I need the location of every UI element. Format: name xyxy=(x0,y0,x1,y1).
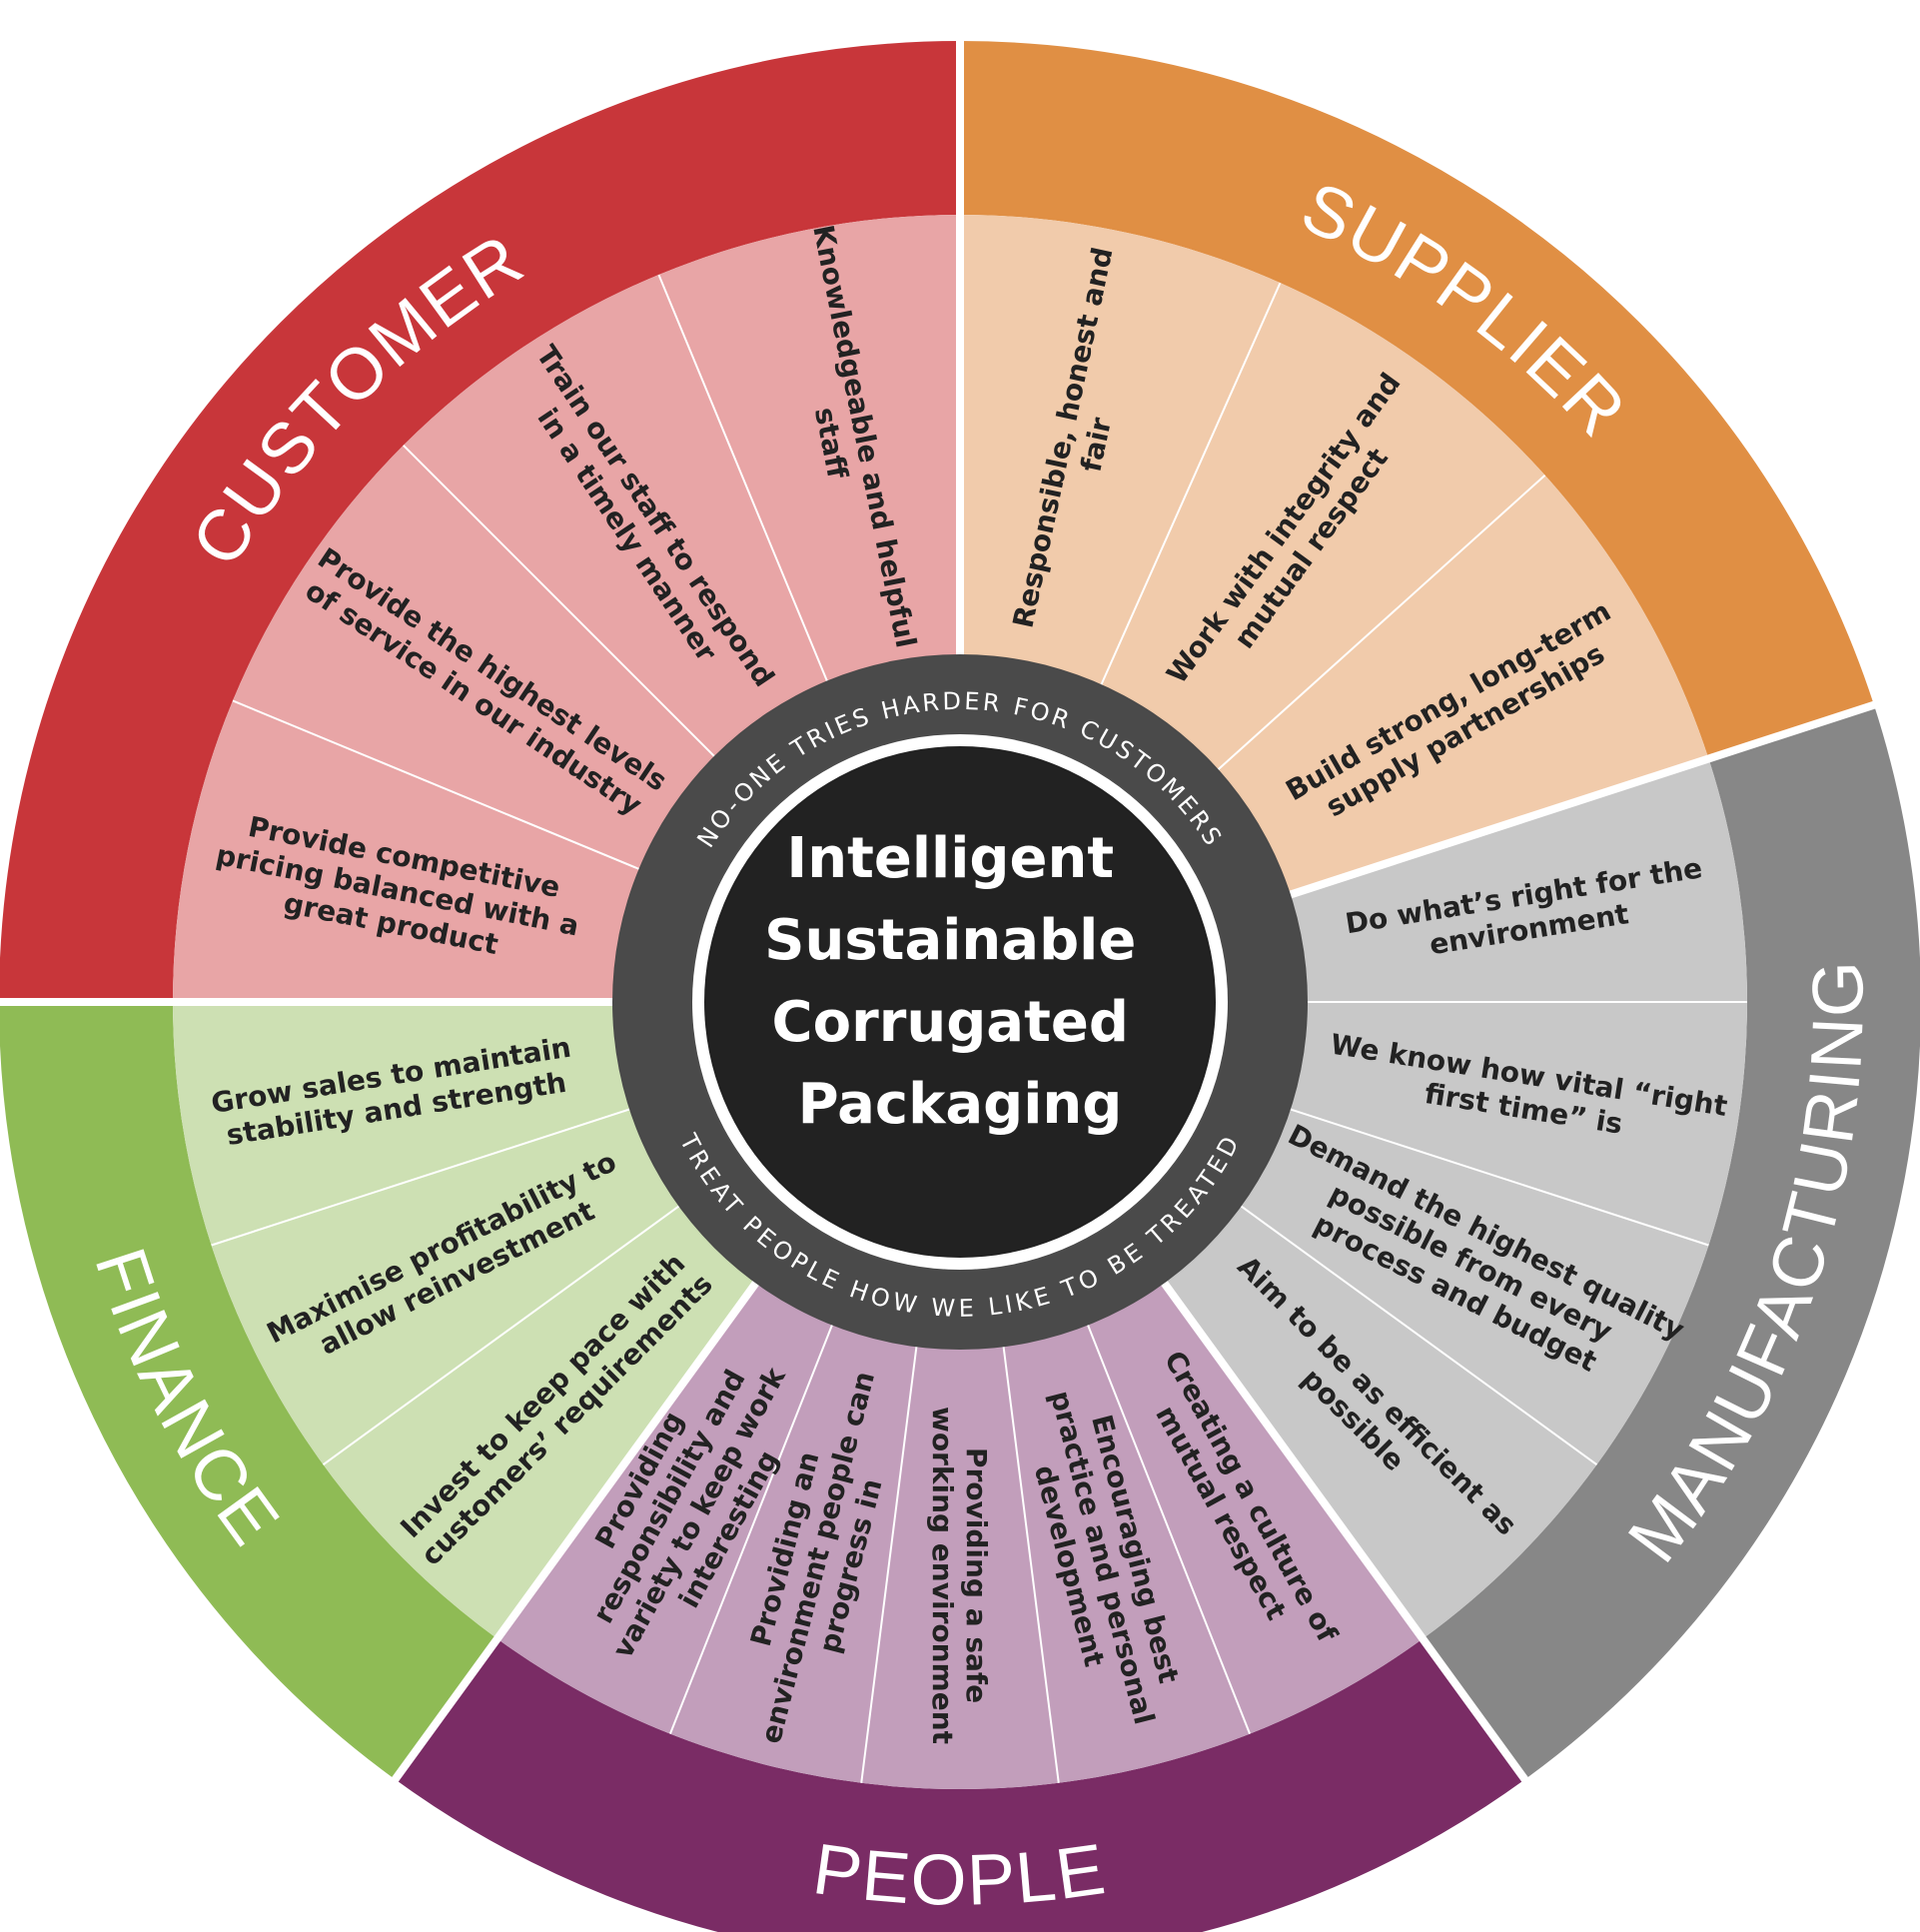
manufacturing-band xyxy=(1423,704,1920,1781)
people-item-divider xyxy=(668,1317,836,1735)
finance-inner-zone xyxy=(173,1002,761,1639)
center-disc xyxy=(704,746,1216,1258)
manufacturing-sector-divider xyxy=(1282,699,1879,901)
customer-item-divider xyxy=(232,699,647,873)
supplier-inner-zone xyxy=(960,215,1709,897)
people-item-text: Providing a safeworking environment xyxy=(926,1407,993,1744)
people-item-divider xyxy=(860,1339,919,1783)
manufacturing-item-divider xyxy=(1234,1201,1598,1465)
customer-item-divider xyxy=(657,274,831,689)
finance-item-divider xyxy=(322,1201,686,1465)
customer-band xyxy=(0,40,960,1002)
people-band xyxy=(394,1638,1526,1932)
finance-item-divider xyxy=(211,1106,637,1247)
center-line-3: Corrugated xyxy=(772,990,1129,1055)
finance-sector-divider xyxy=(390,1274,764,1785)
people-title: PEOPLE xyxy=(808,1829,1111,1921)
manufacturing-item-divider xyxy=(1283,1106,1709,1247)
supplier-item-divider xyxy=(1097,282,1282,692)
wheel-rim xyxy=(0,39,1920,1932)
customer-item-divider xyxy=(403,445,721,763)
center-line-1: Intelligent xyxy=(786,826,1114,891)
supplier-band xyxy=(960,40,1875,759)
people-sector-divider xyxy=(1156,1274,1530,1785)
center-line-2: Sustainable xyxy=(764,908,1136,973)
people-item-divider xyxy=(1001,1339,1060,1783)
center-title: Intelligent Sustainable Corrugated Packa… xyxy=(764,826,1156,1137)
people-item-divider xyxy=(1084,1317,1252,1735)
supplier-item-divider xyxy=(1212,474,1546,776)
center-line-4: Packaging xyxy=(798,1072,1123,1137)
people-inner-zone xyxy=(496,1277,1424,1790)
finance-band xyxy=(0,1002,497,1781)
